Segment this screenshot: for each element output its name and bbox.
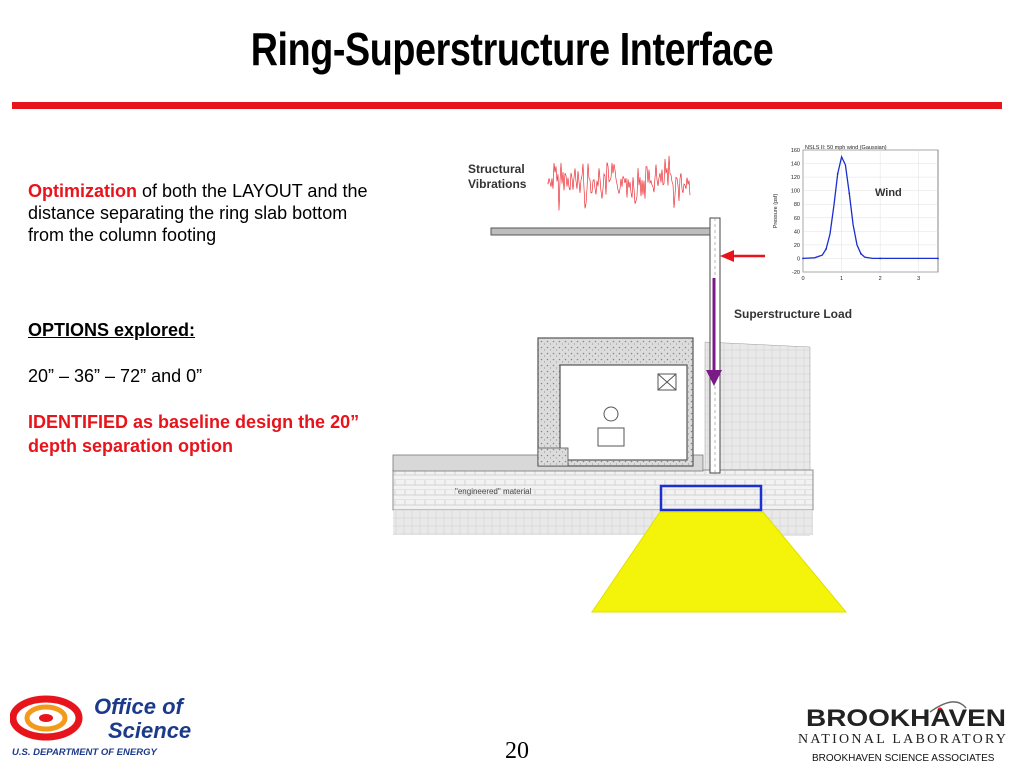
- doe-office-of-science-logo: Office of Science U.S. DEPARTMENT OF ENE…: [9, 690, 220, 760]
- slide-title: Ring-Superstructure Interface: [250, 23, 774, 75]
- y-tick-label: 160: [791, 148, 800, 154]
- engineered-material-band: [392, 469, 814, 511]
- y-tick-label: 140: [791, 162, 800, 168]
- svg-text:Vibrations: Vibrations: [468, 177, 527, 191]
- y-tick-label: 0: [797, 256, 800, 262]
- page-number: 20: [505, 738, 529, 764]
- y-tick-label: 80: [794, 202, 800, 208]
- wind-data-point: [825, 248, 828, 250]
- chart-title: NSLS II: 50 mph wind (Gaussian): [805, 145, 887, 151]
- column-footing: [659, 484, 763, 512]
- structural-vibrations-trace: [547, 155, 691, 211]
- optimization-keyword: Optimization: [28, 181, 137, 201]
- x-tick-label: 1: [840, 276, 843, 282]
- structural-vibrations-label: Structural: [468, 162, 525, 176]
- y-tick-label: 100: [791, 189, 800, 195]
- x-tick-label: 3: [917, 276, 920, 282]
- wind-data-point: [802, 257, 804, 260]
- y-axis-label: Pressure (psf): [773, 194, 779, 229]
- optimization-text: of both the LAYOUT and the distance sepa…: [28, 181, 368, 245]
- superstructure-load-label: Superstructure Load: [734, 307, 852, 321]
- options-heading: OPTIONS explored:: [28, 320, 196, 340]
- doe-swirl-icon: [9, 695, 83, 741]
- title-divider: [12, 102, 1002, 109]
- y-tick-label: 20: [794, 243, 800, 249]
- bnl-swoosh-icon: [929, 701, 967, 713]
- vibration-signal: [547, 155, 691, 211]
- y-tick-label: 120: [791, 175, 800, 181]
- x-tick-label: 0: [801, 276, 804, 282]
- wind-series-label: Wind: [875, 187, 902, 199]
- wind-data-point: [836, 172, 839, 175]
- engineered-material-label: "engineered" material: [455, 487, 532, 496]
- wind-data-point: [937, 257, 939, 260]
- wind-data-point: [879, 257, 882, 260]
- optimization-paragraph: Optimization of both the LAYOUT and the …: [28, 180, 368, 246]
- doe-logo-line1: Office of: [94, 694, 186, 719]
- y-tick-label: -20: [792, 270, 800, 276]
- wind-pressure-chart: NSLS II: 50 mph wind (Gaussian)-20020406…: [765, 138, 945, 288]
- bnl-logo-line1: BROOKHAVEN: [806, 705, 1006, 732]
- doe-logo-caption: U.S. DEPARTMENT OF ENERGY: [12, 747, 158, 758]
- bnl-associates: BROOKHAVEN SCIENCE ASSOCIATES: [812, 753, 995, 764]
- chart-background: [765, 138, 945, 288]
- bnl-logo-line2: NATIONAL LABORATORY: [798, 732, 1006, 747]
- y-tick-label: 60: [794, 216, 800, 222]
- options-values: 20” – 36” – 72” and 0”: [28, 366, 203, 386]
- doe-logo-line2: Science: [108, 718, 191, 743]
- superstructure-beam: [490, 227, 711, 236]
- x-tick-label: 2: [879, 276, 882, 282]
- ring-superstructure-diagram: "engineered" material Structural Vibr: [360, 130, 960, 630]
- wind-data-point: [859, 252, 862, 255]
- y-tick-label: 40: [794, 229, 800, 235]
- pressure-cone: [591, 511, 848, 613]
- baseline-statement: IDENTIFIED as baseline design the 20” de…: [28, 412, 360, 456]
- wind-data-point: [848, 192, 851, 195]
- brookhaven-logo: BROOKHAVEN NATIONAL LABORATORY BROOKHAVE…: [790, 700, 1015, 768]
